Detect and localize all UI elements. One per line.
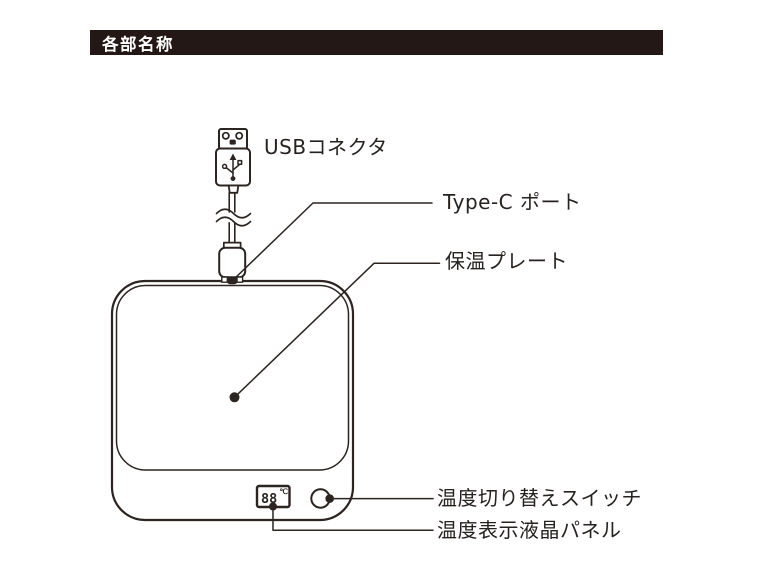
label-temp-switch: 温度切り替えスイッチ [437, 486, 642, 510]
type-c-foot-right [236, 276, 244, 283]
label-type-c-port: Type-C ポート [443, 190, 582, 214]
label-warming-plate: 保温プレート [445, 249, 568, 273]
lcd-value: 88 [261, 491, 277, 507]
section-title: 各部名称 [102, 34, 174, 54]
anchor-dot-lcd-panel [269, 502, 277, 511]
usb-shell [218, 128, 248, 150]
plate-surface [115, 284, 350, 471]
type-c-connector-icon [218, 241, 247, 285]
usb-shell-hole-left [221, 131, 230, 140]
usb-shell-hole-right [235, 131, 244, 140]
usb-cable [215, 192, 252, 244]
leader-lcd-panel [272, 505, 434, 532]
type-c-foot-left [221, 276, 229, 283]
leader-type-c-port [231, 202, 433, 282]
leader-warming-plate [233, 262, 441, 399]
usb-shell-tab [229, 139, 236, 145]
usb-strain-relief [227, 184, 240, 194]
lcd-unit: ℃ [280, 487, 289, 496]
label-usb-connector: USBコネクタ [264, 135, 388, 159]
section-header-bar: 各部名称 [90, 30, 663, 55]
usb-a-connector-icon [215, 128, 251, 194]
anchor-dot-warming-plate [229, 392, 240, 403]
anchor-dot-temp-switch [325, 494, 335, 503]
usb-trident-icon [221, 153, 243, 182]
cable-break-marks-icon [215, 208, 252, 227]
label-temp-lcd-panel: 温度表示液晶パネル [437, 518, 622, 542]
